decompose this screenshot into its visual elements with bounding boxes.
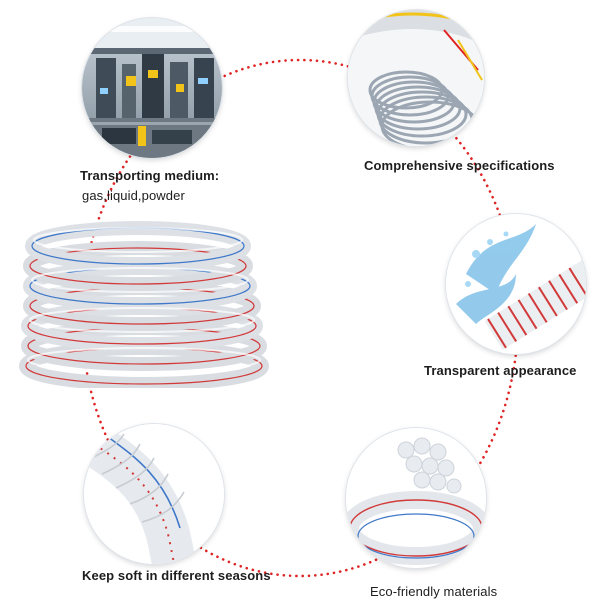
factory-interior-icon — [82, 18, 222, 158]
caption-transport-line2: gas,liquid,powder — [82, 188, 185, 203]
pvc-pellets-icon — [346, 428, 486, 568]
caption-soft: Keep soft in different seasons — [82, 568, 271, 583]
specifications-photo — [348, 10, 484, 146]
bent-hose-icon — [84, 424, 224, 564]
hose-closeup-icon — [348, 10, 484, 146]
soft-photo — [84, 424, 224, 564]
eco-photo — [346, 428, 486, 568]
factory-photo — [82, 18, 222, 158]
caption-specifications: Comprehensive specifications — [364, 158, 555, 173]
caption-eco: Eco-friendly materials — [370, 584, 498, 599]
water-splash-icon — [446, 214, 586, 354]
caption-transport-line1: Transporting medium: — [80, 168, 220, 183]
transparent-photo — [446, 214, 586, 354]
coiled-hose-icon — [19, 221, 269, 388]
caption-transparent: Transparent appearance — [424, 363, 577, 378]
